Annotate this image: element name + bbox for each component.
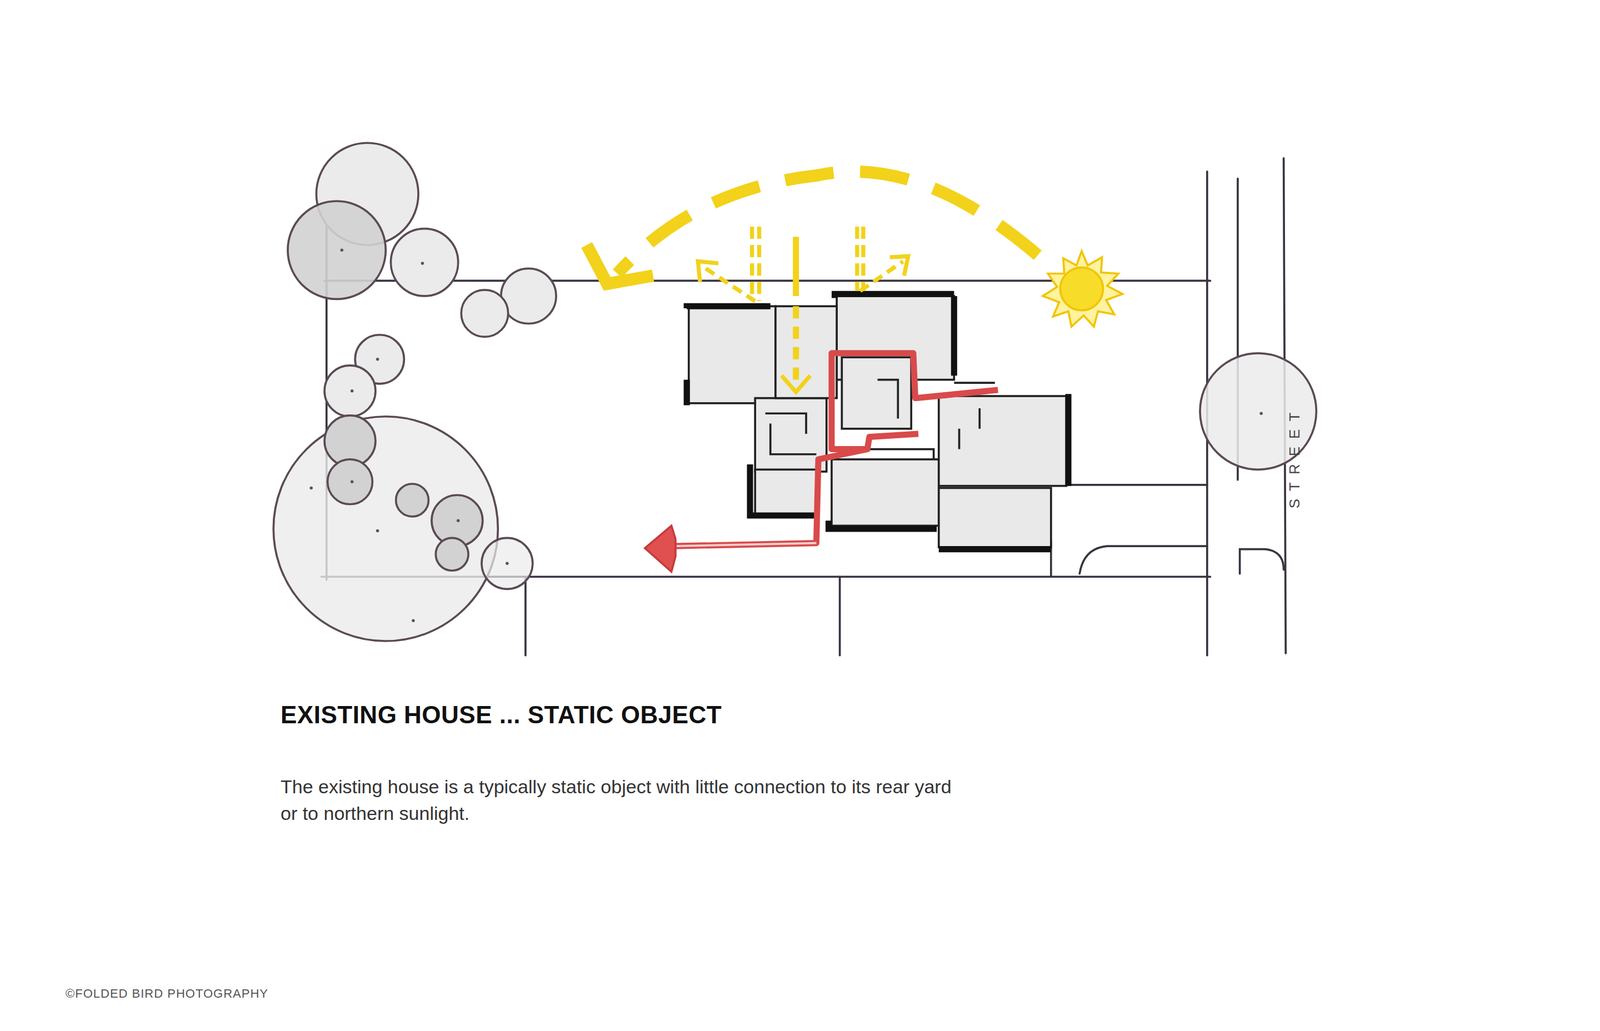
street-label: STREET [1286, 405, 1304, 509]
diagram-caption: The existing house is a typically static… [280, 773, 970, 828]
watermark: ©FOLDED BIRD PHOTOGRAPHY [65, 986, 269, 1002]
diagram-title: EXISTING HOUSE ... STATIC OBJECT [280, 701, 722, 729]
